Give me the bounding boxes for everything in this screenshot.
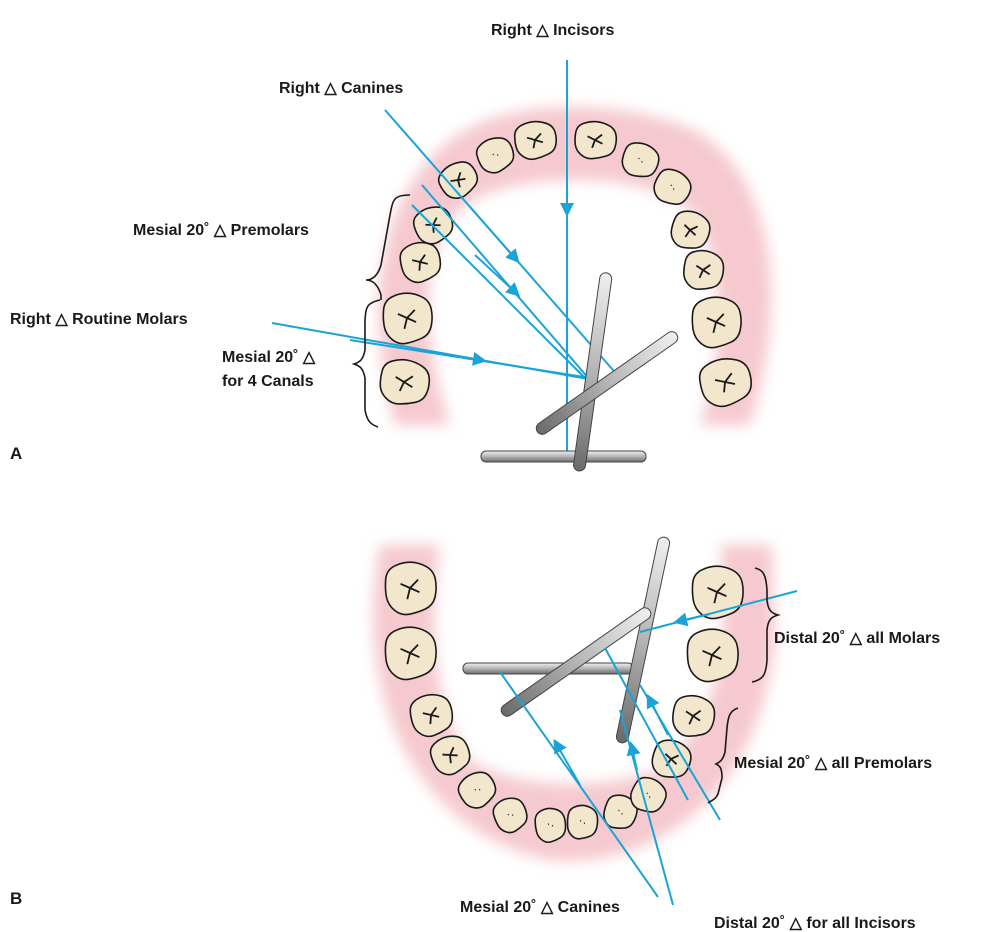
beam-molars-a-arrow bbox=[430, 352, 480, 360]
panel-letter-b: B bbox=[10, 889, 22, 908]
label-right-canines: Right △ Canines bbox=[279, 80, 403, 97]
mandibular-tooth bbox=[385, 627, 436, 679]
label-right-incisors: Right △ Incisors bbox=[491, 22, 615, 39]
label-distal-all-molars: Distal 20˚ △ all Molars bbox=[774, 630, 940, 647]
mandibular-tooth bbox=[687, 629, 738, 681]
beam-canines-a-arrow bbox=[470, 207, 515, 258]
mandibular-tooth bbox=[385, 562, 436, 614]
panel-letter-a: A bbox=[10, 444, 22, 463]
label-mesial-canines: Mesial 20˚ △ Canines bbox=[460, 899, 620, 916]
label-right-routine-molars: Right △ Routine Molars bbox=[10, 311, 188, 328]
film-holder-a bbox=[481, 272, 680, 472]
maxillary-tooth bbox=[383, 293, 432, 343]
panel-a: Right △ Incisors Right △ Canines Mesial … bbox=[10, 22, 771, 472]
label-distal-all-incisors: Distal 20˚ △ for all Incisors bbox=[714, 915, 916, 932]
maxillary-tooth bbox=[692, 297, 741, 347]
panel-b: Distal 20˚ △ all Molars Mesial 20˚ △ all… bbox=[10, 536, 940, 932]
label-mesial-four-canals-2: for 4 Canals bbox=[222, 373, 314, 390]
label-mesial-all-premolars: Mesial 20˚ △ all Premolars bbox=[734, 755, 932, 772]
label-mesial-four-canals-1: Mesial 20˚ △ bbox=[222, 349, 316, 366]
label-mesial-premolars: Mesial 20˚ △ Premolars bbox=[133, 222, 309, 239]
beams-panel-a bbox=[272, 60, 620, 460]
beam-canines-b-arrow bbox=[557, 745, 580, 785]
brace-molars bbox=[354, 300, 380, 427]
beam-premolars-b-arrow bbox=[650, 700, 668, 735]
